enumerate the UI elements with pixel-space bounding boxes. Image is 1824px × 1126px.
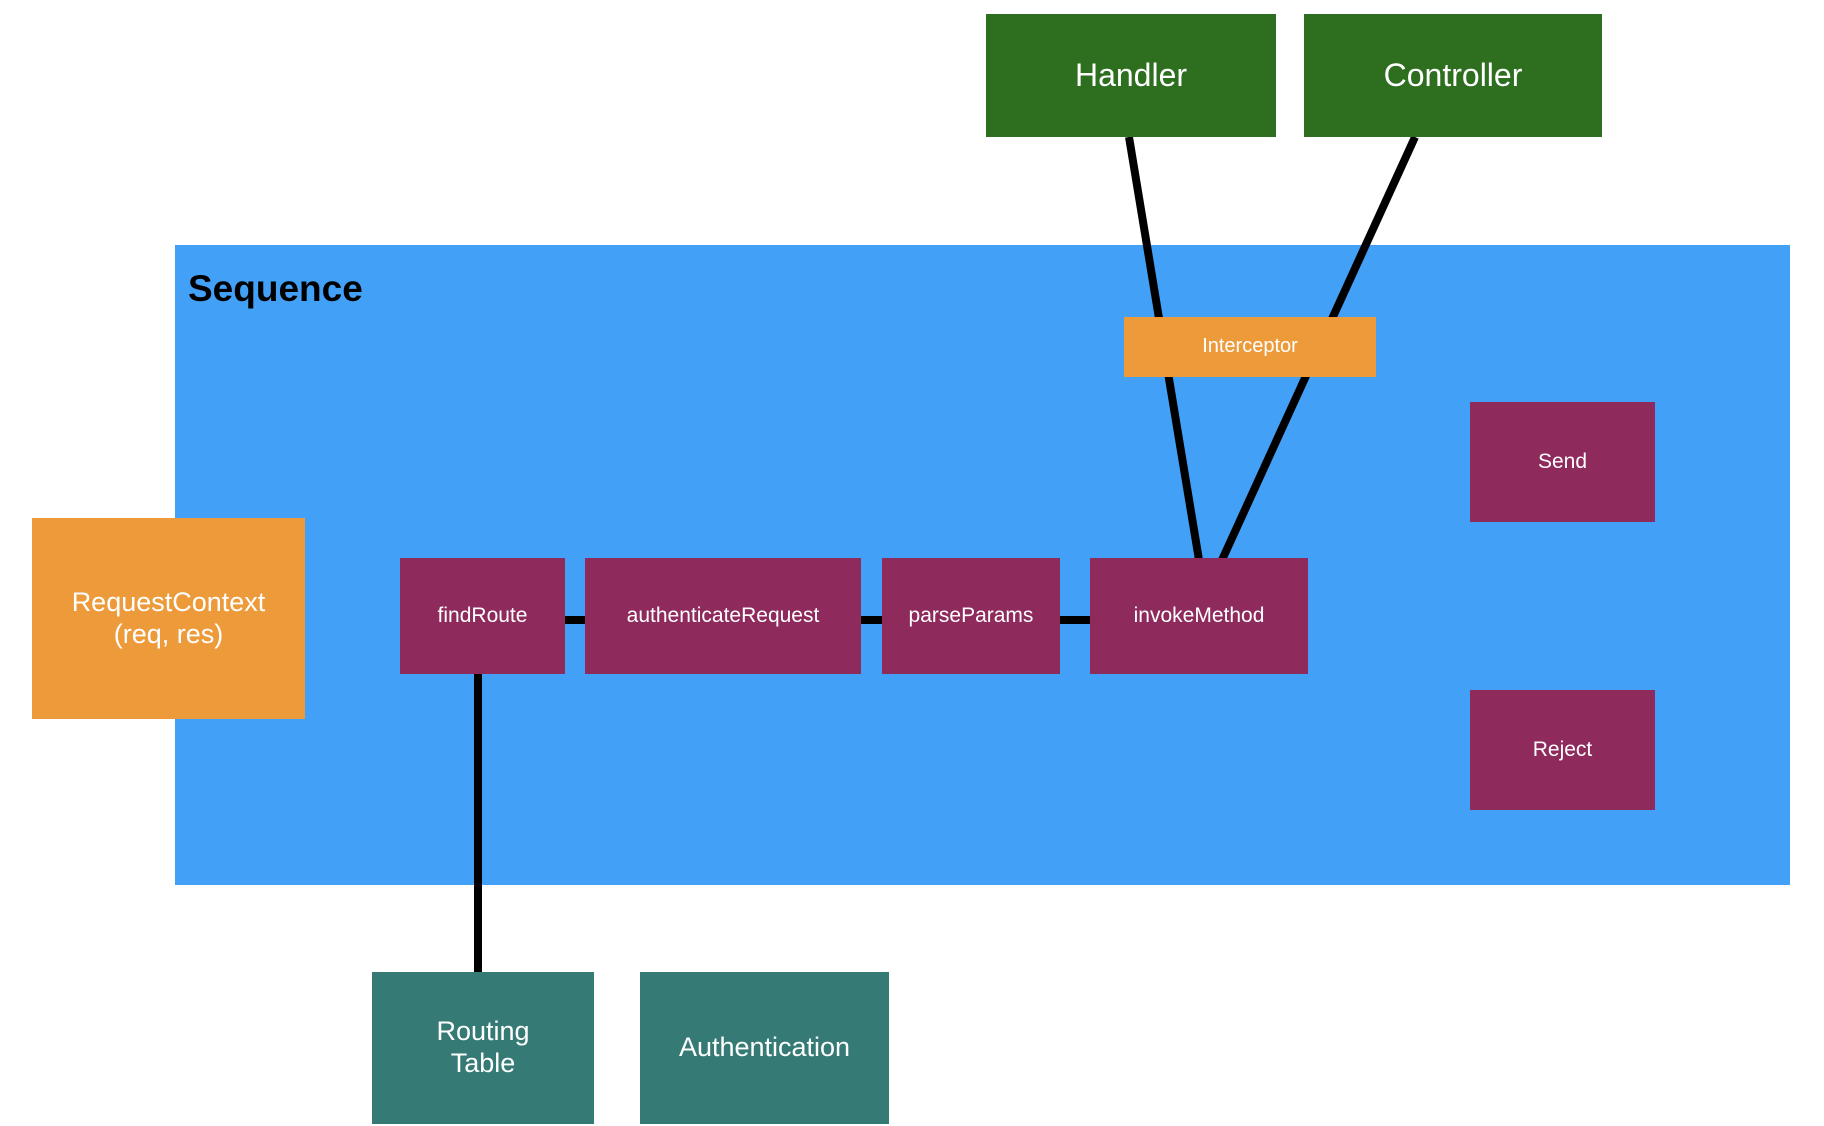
node-find-route[interactable]: findRoute	[400, 558, 565, 674]
node-label-invoke-method: invokeMethod	[1133, 603, 1265, 627]
node-invoke-method[interactable]: invokeMethod	[1090, 558, 1308, 674]
node-label-parse-params: parseParams	[908, 603, 1034, 627]
node-interceptor[interactable]: Interceptor	[1124, 317, 1376, 377]
node-label-send: Send	[1537, 449, 1588, 473]
node-send[interactable]: Send	[1470, 402, 1655, 522]
node-label-find-route: findRoute	[437, 603, 528, 627]
node-label-interceptor: Interceptor	[1202, 335, 1298, 358]
node-label-request-context: RequestContext (req, res)	[71, 586, 266, 649]
node-label-authentication: Authentication	[678, 1032, 851, 1063]
node-authentication[interactable]: Authentication	[640, 972, 889, 1124]
node-controller[interactable]: Controller	[1304, 14, 1602, 137]
node-request-context[interactable]: RequestContext (req, res)	[32, 518, 305, 719]
node-label-reject: Reject	[1532, 737, 1593, 761]
node-label-controller: Controller	[1383, 56, 1523, 93]
node-parse-params[interactable]: parseParams	[882, 558, 1060, 674]
node-label-routing-table: Routing Table	[436, 1016, 530, 1078]
node-authenticate-request[interactable]: authenticateRequest	[585, 558, 861, 674]
sequence-panel-title: Sequence	[188, 268, 363, 309]
node-handler[interactable]: Handler	[986, 14, 1276, 137]
node-label-handler: Handler	[1074, 56, 1188, 93]
node-reject[interactable]: Reject	[1470, 690, 1655, 810]
node-label-authenticate-request: authenticateRequest	[626, 603, 820, 627]
node-routing-table[interactable]: Routing Table	[372, 972, 594, 1124]
